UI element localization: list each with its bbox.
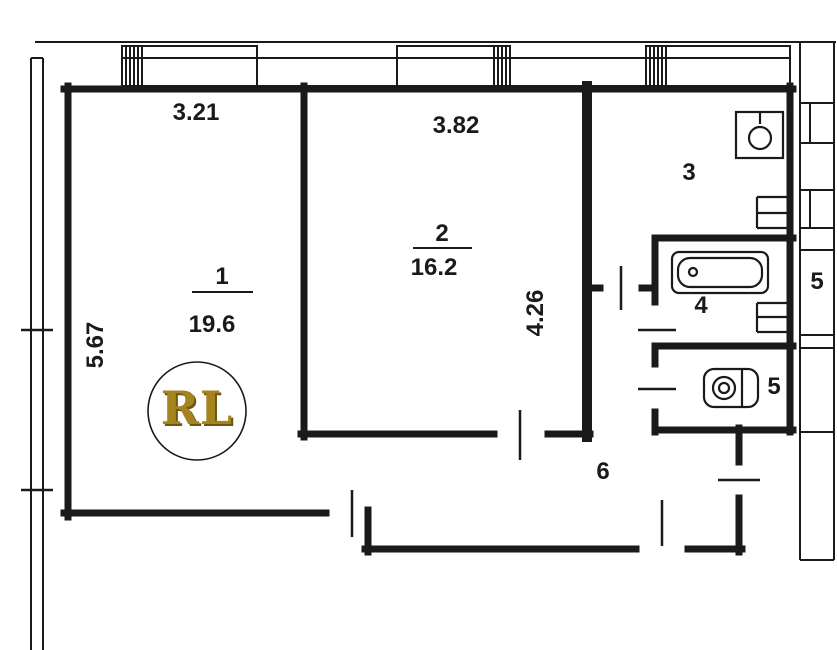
walls-wet-zone: [583, 234, 797, 436]
window-1: [121, 45, 258, 87]
room1-area-label: 19.6: [189, 311, 236, 338]
outer-boundary: [30, 41, 836, 650]
dimension-room2-width: 3.82: [433, 112, 480, 139]
walls-outer: [60, 82, 797, 556]
wall-pier-hatch-2: [493, 46, 507, 86]
room5-number-label: 5: [767, 373, 780, 400]
window-5: [645, 45, 791, 87]
logo-text-shadow: RL: [163, 383, 236, 437]
logo-circle: [147, 361, 247, 461]
door-ticks: [21, 266, 760, 546]
dimension-room1-width: 3.21: [173, 99, 220, 126]
dimension-room2-height: 4.26: [522, 290, 549, 337]
room2-number-label: 2: [435, 220, 448, 247]
room3-number-label: 3: [682, 159, 695, 186]
wall-pier-hatch-3: [649, 46, 667, 86]
room1-number-label: 1: [215, 263, 228, 290]
walls-room2: [297, 81, 594, 442]
room1-label: 1 19.6: [189, 263, 253, 338]
radiator-icon: [755, 195, 788, 230]
sink-icon: [734, 110, 785, 160]
washbasin-icon: [755, 301, 788, 334]
hall-number-label: 6: [596, 458, 609, 485]
toilet-icon: [702, 367, 760, 409]
window-3: [396, 45, 511, 87]
room4-number-label: 4: [694, 292, 708, 319]
bathtub-icon: [670, 250, 770, 295]
room2-area-label: 16.2: [411, 254, 458, 281]
window-2: [256, 57, 398, 87]
closet-column: [799, 42, 835, 561]
room2-label: 2 16.2: [411, 220, 472, 281]
watermark-logo: RL RL: [147, 361, 247, 461]
dimension-room1-height: 5.67: [82, 322, 109, 369]
window-band: [121, 45, 791, 87]
wall-pier-hatch-1: [125, 46, 143, 86]
window-4: [509, 57, 647, 87]
closet-number-label: 5: [810, 268, 823, 295]
logo-text: RL: [161, 381, 234, 435]
